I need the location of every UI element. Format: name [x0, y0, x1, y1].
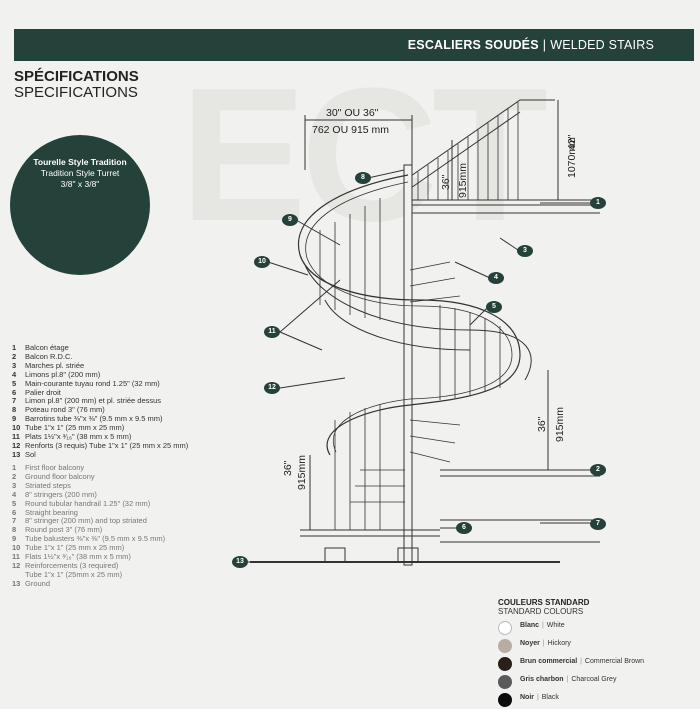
colour-swatch [498, 621, 512, 635]
callout-5: 5 [486, 301, 502, 313]
section-title-fr: SPÉCIFICATIONS [14, 68, 139, 85]
colour-swatch [498, 675, 512, 689]
dim-width-mm: 762 OU 915 mm [312, 124, 390, 136]
dim-width-in: 30" OU 36" [326, 107, 379, 119]
callout-2: 2 [590, 464, 606, 476]
callout-3: 3 [517, 245, 533, 257]
colours-title-fr: COULEURS STANDARD [498, 598, 590, 607]
callout-13: 13 [232, 556, 248, 568]
header-bar: ESCALIERS SOUDÉS|WELDED STAIRS [14, 29, 694, 61]
colour-option: Blanc | White [498, 619, 589, 637]
callout-8: 8 [355, 172, 371, 184]
colour-swatch [498, 639, 512, 653]
model-badge: Tourelle Style Tradition Tradition Style… [10, 135, 150, 275]
legend-en-item: Tube 1"x 1" (25mm x 25 mm) [25, 569, 123, 579]
colour-option: Brun commercial | Commercial Brown [498, 655, 644, 673]
callout-1: 1 [590, 197, 606, 209]
callout-12: 12 [264, 382, 280, 394]
colour-option: Noyer | Hickory [498, 637, 589, 655]
callout-7: 7 [590, 518, 606, 530]
watermark-logo: ECT [180, 49, 548, 261]
model-size: 3/8" x 3/8" [60, 179, 100, 189]
header-title-fr: ESCALIERS SOUDÉS [407, 38, 539, 52]
colours-title-en: STANDARD COLOURS [498, 607, 584, 616]
header-separator: | [542, 38, 547, 52]
header-title-en: WELDED STAIRS [550, 38, 654, 52]
callout-4: 4 [488, 272, 504, 284]
colour-swatch [498, 657, 512, 671]
callout-10: 10 [254, 256, 270, 268]
model-name-en: Tradition Style Turret [40, 168, 120, 178]
colour-option: Gris charbon | Charcoal Grey [498, 673, 616, 691]
section-title-en: SPECIFICATIONS [14, 84, 138, 101]
callout-6: 6 [456, 522, 472, 534]
header-title: ESCALIERS SOUDÉS|WELDED STAIRS [408, 38, 654, 52]
callout-9: 9 [282, 214, 298, 226]
model-name-fr: Tourelle Style Tradition [33, 157, 127, 167]
callout-11: 11 [264, 326, 280, 338]
